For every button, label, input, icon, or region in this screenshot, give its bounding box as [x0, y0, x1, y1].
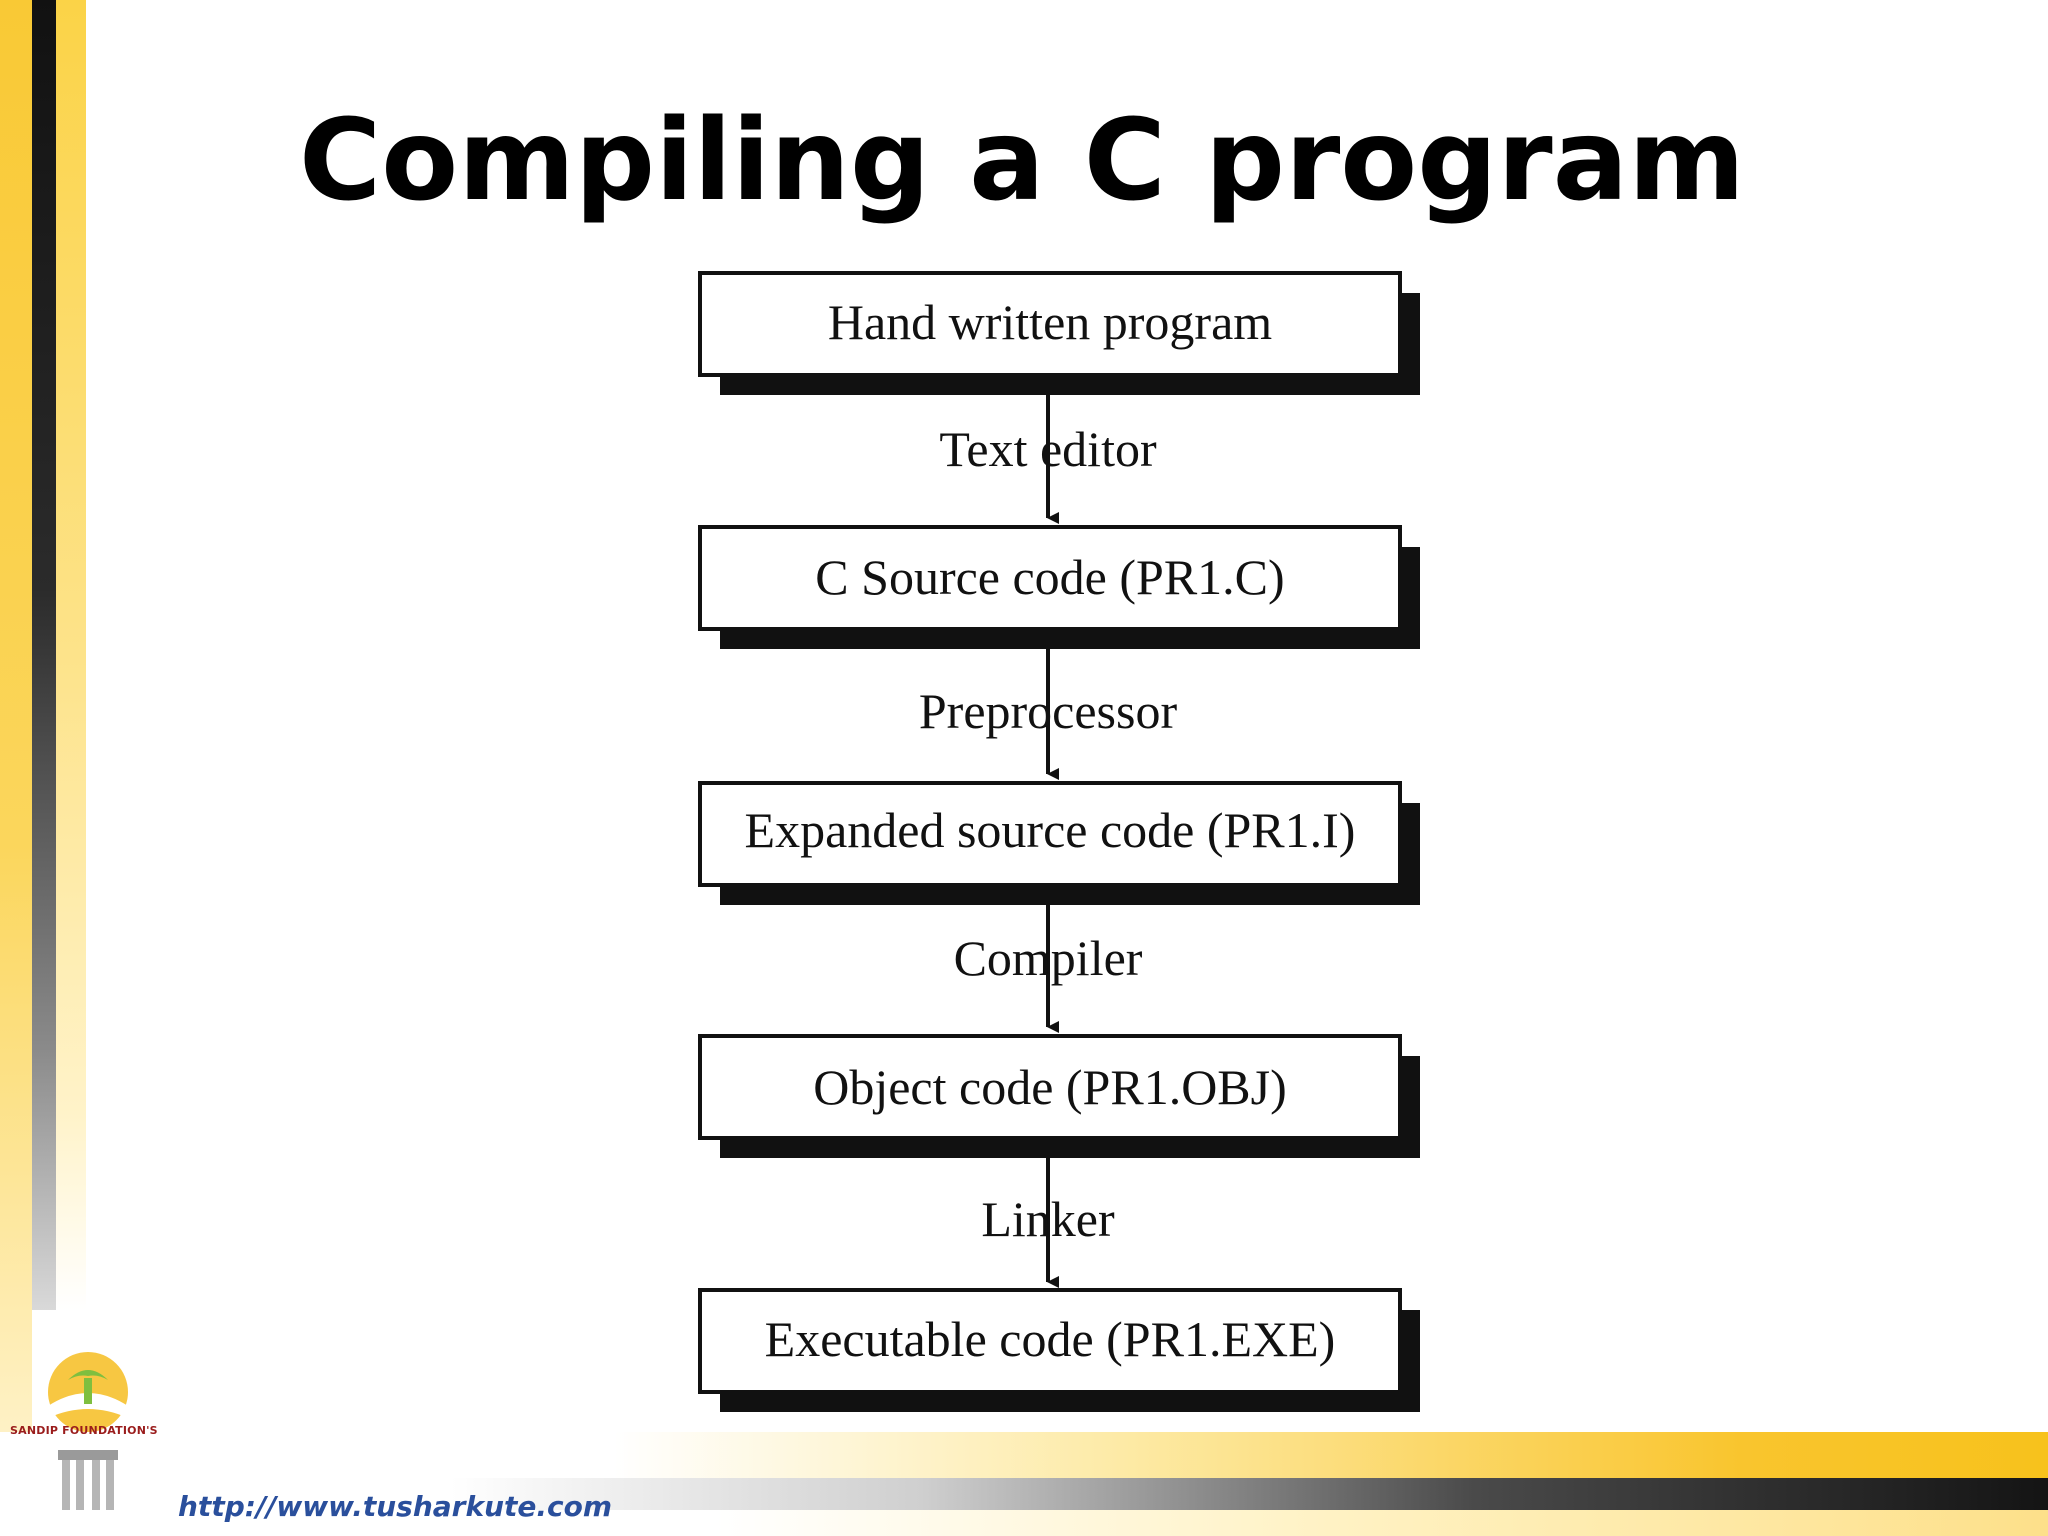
box-frame	[698, 525, 1402, 631]
sandip-foundation-logo	[48, 1352, 128, 1510]
box-label: Hand written program	[828, 294, 1272, 350]
logo-tree-icon	[68, 1370, 108, 1380]
box-frame	[698, 1288, 1402, 1394]
box-label: Object code (PR1.OBJ)	[813, 1059, 1287, 1115]
logo-book-icon	[48, 1393, 128, 1418]
flow-box-hand-written-program: Hand written program	[698, 271, 1420, 395]
box-frame	[698, 1034, 1402, 1140]
left-light-stripe	[56, 0, 86, 1310]
slide-title: Compiling a C program	[299, 96, 1745, 226]
bottom-yellow-band	[0, 1432, 2048, 1478]
flow-box-executable-code: Executable code (PR1.EXE)	[698, 1288, 1420, 1412]
flow-box-object-code: Object code (PR1.OBJ)	[698, 1034, 1420, 1158]
step-label-preprocessor: Preprocessor	[919, 683, 1178, 739]
logo-pillar-cap	[58, 1450, 118, 1460]
logo-pillar-column	[106, 1460, 114, 1510]
logo-text: SANDIP FOUNDATION'S	[10, 1424, 158, 1437]
box-label: Expanded source code (PR1.I)	[745, 802, 1356, 858]
step-label-text-editor: Text editor	[939, 421, 1157, 477]
bottom-light-band	[0, 1510, 2048, 1536]
logo-pillar-column	[92, 1460, 100, 1510]
box-frame	[698, 781, 1402, 887]
step-label-compiler: Compiler	[954, 930, 1143, 986]
box-frame	[698, 271, 1402, 377]
logo-pillar-column	[62, 1460, 70, 1510]
footer-url-link[interactable]: http://www.tusharkute.com	[178, 1490, 613, 1523]
left-dark-stripe	[32, 0, 56, 1310]
flow-box-expanded-source-code: Expanded source code (PR1.I)	[698, 781, 1420, 905]
bottom-dark-band	[0, 1478, 2048, 1510]
flow-box-c-source-code: C Source code (PR1.C)	[698, 525, 1420, 649]
box-label: Executable code (PR1.EXE)	[765, 1311, 1336, 1367]
left-yellow-stripe	[0, 0, 32, 1536]
logo-tree-trunk	[84, 1378, 92, 1404]
step-label-linker: Linker	[981, 1191, 1115, 1247]
logo-pillar-column	[76, 1460, 84, 1510]
box-label: C Source code (PR1.C)	[815, 549, 1284, 605]
